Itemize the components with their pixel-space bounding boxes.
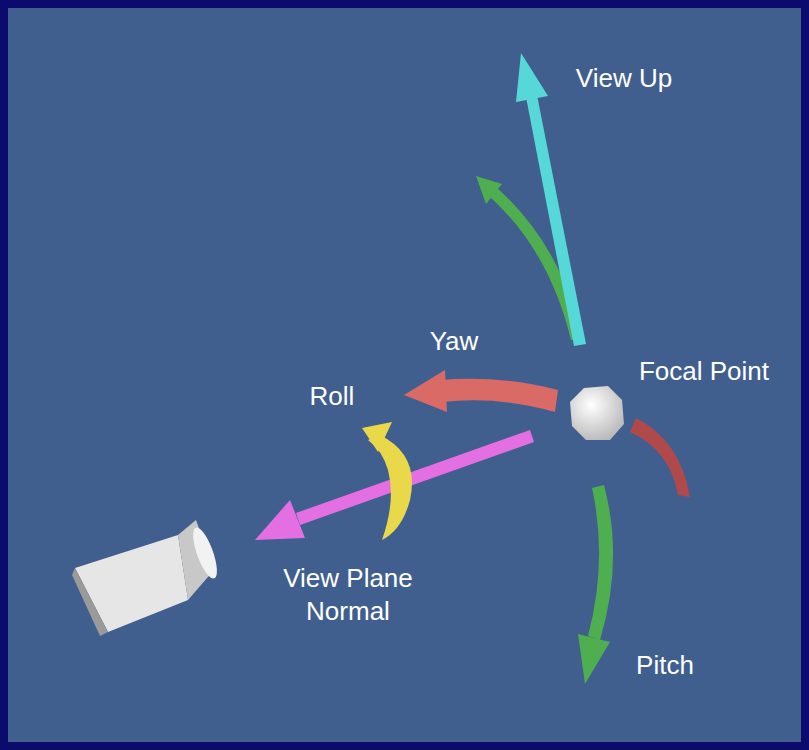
arrow-head — [404, 370, 447, 412]
roll-arc — [368, 435, 412, 540]
focal-point-label: Focal Point — [612, 355, 796, 388]
arrow-head — [476, 176, 502, 204]
camera-body-side — [72, 568, 108, 636]
yaw-arc-back — [630, 418, 690, 497]
view-plane-normal-arrow — [296, 430, 534, 525]
camera-lens-face — [188, 525, 222, 581]
view-plane-normal-label: View Plane Normal — [250, 562, 446, 628]
arrow-head — [578, 634, 610, 684]
view-up-arrow — [526, 95, 586, 346]
arrow-head — [255, 500, 305, 540]
arrow-head — [362, 422, 392, 452]
yaw-arc — [440, 379, 558, 412]
arrow-head — [516, 53, 548, 102]
yaw-label: Yaw — [412, 325, 496, 358]
focal-point-sphere — [570, 386, 624, 440]
pitch-arc — [588, 485, 613, 640]
roll-label: Roll — [296, 380, 368, 413]
pitch-label: Pitch — [620, 649, 710, 682]
view-up-label: View Up — [556, 62, 692, 95]
